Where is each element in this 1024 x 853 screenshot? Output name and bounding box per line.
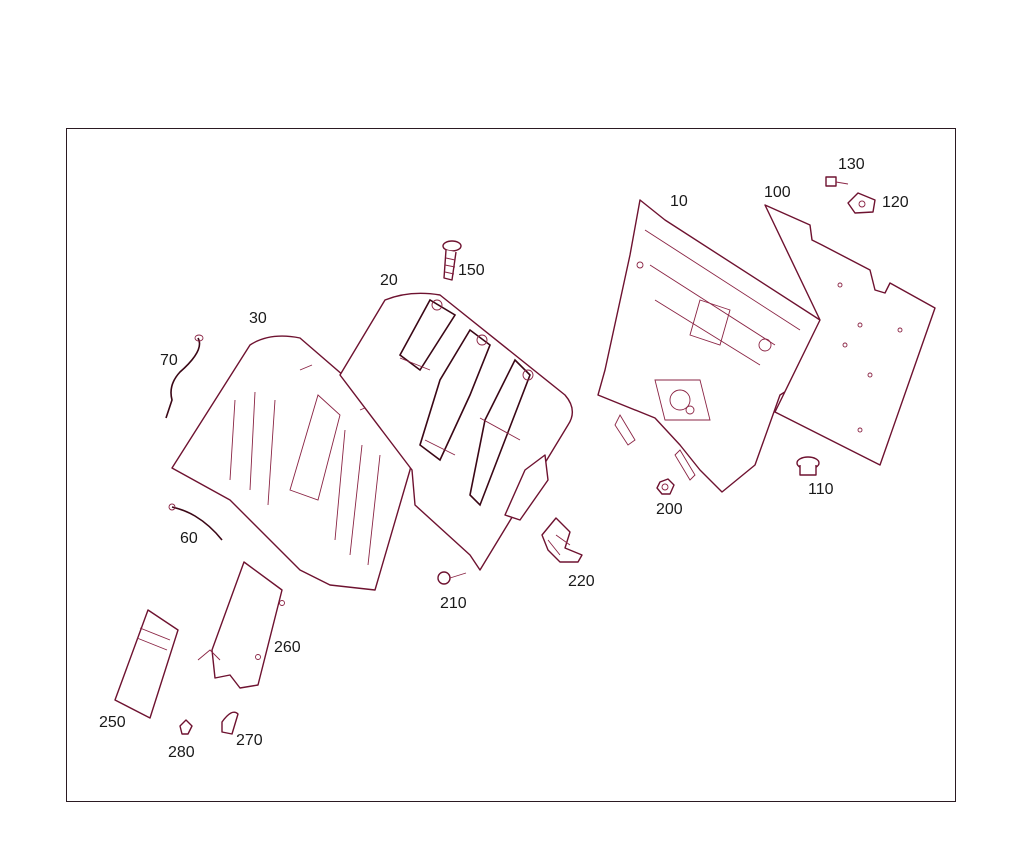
- callout-60: 60: [180, 530, 198, 547]
- part-150-bolt[interactable]: [442, 240, 462, 281]
- part-120-bracket[interactable]: [847, 192, 876, 214]
- callout-270: 270: [236, 732, 263, 749]
- part-100-back-panel[interactable]: [764, 204, 936, 466]
- part-220-latch[interactable]: [541, 517, 583, 563]
- callout-200: 200: [656, 501, 683, 518]
- part-250-armrest-cushion[interactable]: [114, 609, 179, 719]
- part-20-backrest-cushion[interactable]: [339, 292, 573, 571]
- callout-280: 280: [168, 744, 195, 761]
- callout-10: 10: [670, 193, 688, 210]
- callout-220: 220: [568, 573, 595, 590]
- part-70-cable[interactable]: [165, 334, 204, 419]
- callout-130: 130: [838, 156, 865, 173]
- part-60-cable[interactable]: [168, 503, 223, 541]
- callout-110: 110: [808, 481, 834, 498]
- part-110-plug[interactable]: [796, 456, 820, 476]
- part-270-clip[interactable]: [221, 711, 239, 735]
- callout-150: 150: [458, 262, 485, 279]
- callout-70: 70: [160, 352, 178, 369]
- part-260-armrest-housing[interactable]: [197, 561, 285, 689]
- part-200-nut[interactable]: [656, 478, 675, 495]
- callout-260: 260: [274, 639, 301, 656]
- part-130-screw[interactable]: [825, 176, 849, 187]
- callout-100: 100: [764, 184, 791, 201]
- diagram-frame: [66, 128, 956, 802]
- part-280-nut[interactable]: [179, 719, 193, 735]
- callout-120: 120: [882, 194, 909, 211]
- callout-30: 30: [249, 310, 267, 327]
- callout-20: 20: [380, 272, 398, 289]
- part-10-backrest-frame[interactable]: [597, 199, 821, 493]
- callout-250: 250: [99, 714, 126, 731]
- part-210-screw[interactable]: [437, 571, 467, 585]
- callout-210: 210: [440, 595, 467, 612]
